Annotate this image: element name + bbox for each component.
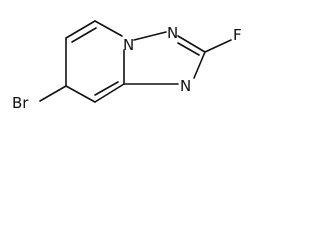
bond-ring6-bottom-right <box>94 83 125 103</box>
bond-ring6-bottom-right-inner <box>94 81 119 96</box>
bond-ring6-top-left-inner <box>71 27 97 43</box>
atom-label-n1: N <box>123 36 134 54</box>
bond-c2-f <box>204 39 232 53</box>
atom-label-n2: N <box>167 24 178 42</box>
bond-n2-c2 <box>177 35 206 53</box>
molecule-structure: N N N F Br <box>0 0 261 130</box>
bond-c7-br <box>39 85 67 102</box>
atom-label-br: Br <box>12 94 29 112</box>
bond-c2-n3 <box>193 51 206 79</box>
structure-drawing: N N N F Br <box>12 20 242 112</box>
bond-n2-c2-inner <box>177 42 200 56</box>
atom-label-n3: N <box>180 77 191 95</box>
bond-ring6-top-left <box>65 20 96 39</box>
bond-n1-n2 <box>133 31 167 41</box>
bond-ring6-bottom-left <box>65 85 96 103</box>
bond-ring6-top-right <box>94 20 123 37</box>
atom-label-f: F <box>233 26 242 44</box>
